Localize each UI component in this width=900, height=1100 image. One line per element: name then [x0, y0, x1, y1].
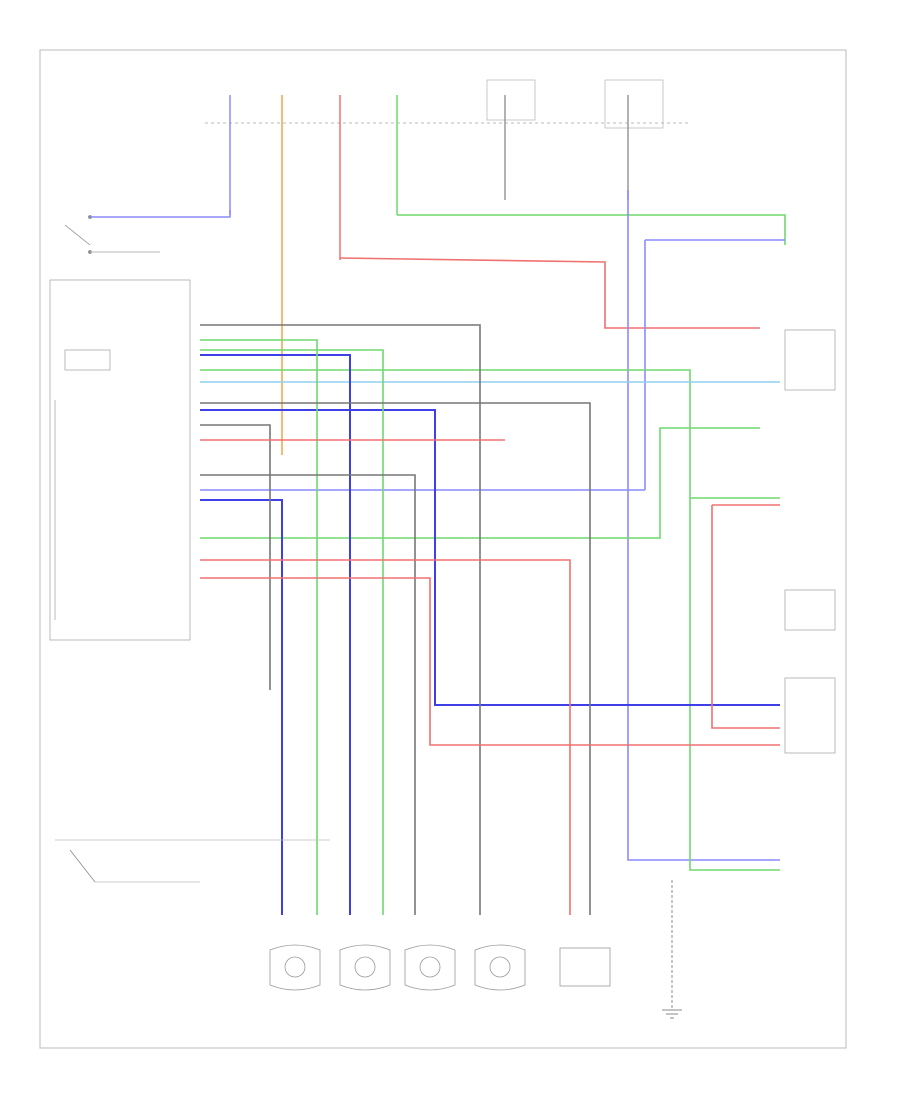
wire-blue-a — [627, 190, 780, 861]
motors — [269, 944, 611, 991]
switch-blade — [64, 224, 91, 246]
right-box-2 — [784, 677, 836, 754]
wire-red-c — [200, 577, 780, 746]
wire-blue-g — [200, 499, 283, 915]
motor-1 — [269, 944, 321, 991]
wire-red-b — [200, 559, 571, 915]
fuse-group — [486, 79, 664, 129]
harness — [200, 190, 786, 915]
diagram-border — [39, 49, 847, 1049]
right-components — [784, 329, 836, 754]
fuse-box-6 — [604, 79, 664, 129]
wire-gray-b — [200, 424, 271, 690]
motor-2 — [339, 944, 391, 991]
left-switch — [64, 215, 92, 254]
wire-blue-f — [200, 354, 351, 915]
lower-left-switch — [55, 839, 330, 883]
motor-4 — [474, 944, 526, 991]
fuse-drops — [229, 95, 629, 455]
wire-green-c — [200, 427, 760, 539]
wire-gray-c — [200, 474, 416, 915]
wire-blue-top-left — [90, 210, 231, 218]
motor-3 — [404, 944, 456, 991]
wire-blue-e — [200, 409, 780, 706]
right-box-3 — [784, 329, 836, 391]
fuse-box-5 — [486, 79, 536, 121]
wire-gray-a — [200, 402, 591, 915]
wire-green-a — [397, 214, 786, 245]
wire-red-a — [339, 257, 760, 329]
wire-gray-d — [200, 324, 481, 915]
wire-red-f — [711, 505, 780, 729]
control-unit-panel — [64, 349, 111, 371]
wire-green-d — [200, 339, 318, 915]
wire-green-e — [200, 349, 384, 915]
ground — [662, 880, 682, 1019]
wire-green-b — [200, 369, 780, 871]
right-box-1 — [784, 589, 836, 631]
control-unit — [49, 279, 191, 641]
control-unit-box — [49, 279, 191, 641]
module-a — [559, 947, 611, 987]
